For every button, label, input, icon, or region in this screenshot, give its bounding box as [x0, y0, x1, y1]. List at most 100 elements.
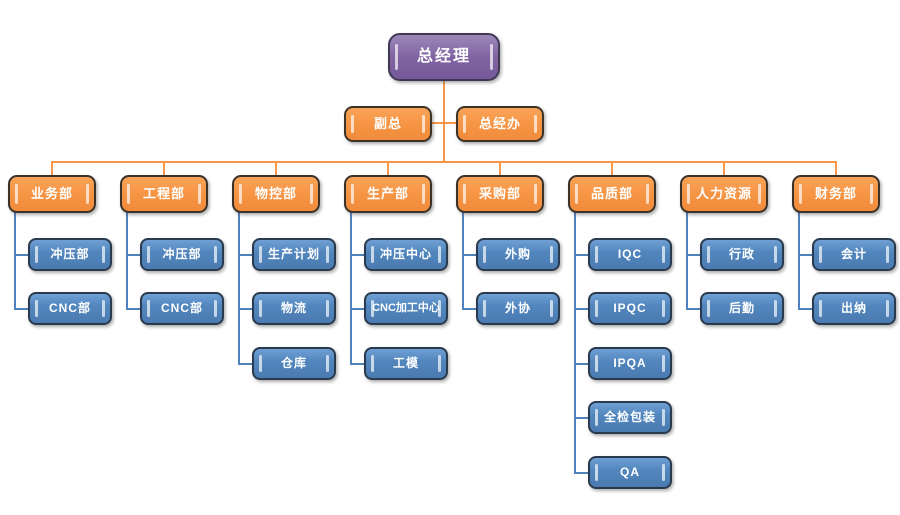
connector-line [238, 308, 252, 310]
org-node-root[interactable]: 总经理 [388, 33, 500, 81]
org-node-label: 出纳 [840, 300, 867, 315]
connector-line [238, 211, 240, 365]
org-node-sub[interactable]: CNC加工中心 [364, 292, 448, 325]
connector-line [574, 363, 588, 365]
org-node-label: CNC加工中心 [372, 302, 440, 315]
connector-line [387, 161, 389, 177]
org-node-label: 冲压部 [162, 246, 202, 261]
org-node-label: CNC部 [161, 300, 203, 315]
connector-line [126, 211, 128, 310]
connector-line [574, 254, 588, 256]
connector-line [798, 211, 800, 310]
connector-line [163, 161, 165, 177]
org-node-sub[interactable]: 冲压部 [28, 238, 112, 271]
org-node-dept-1[interactable]: 工程部 [120, 175, 208, 213]
org-node-label: 全检包装 [603, 409, 656, 424]
org-node-dept-3[interactable]: 生产部 [344, 175, 432, 213]
org-node-label: 人力资源 [695, 185, 752, 201]
org-node-sub[interactable]: 会计 [812, 238, 896, 271]
org-node-dept-7[interactable]: 财务部 [792, 175, 880, 213]
org-node-dept-2[interactable]: 物控部 [232, 175, 320, 213]
org-node-label: 工模 [392, 355, 419, 370]
connector-line [126, 308, 140, 310]
org-node-sub[interactable]: 物流 [252, 292, 336, 325]
org-node-sub[interactable]: 仓库 [252, 347, 336, 380]
org-node-label: IPQA [613, 355, 647, 370]
org-node-label: 总经办 [478, 115, 521, 131]
org-node-dept-4[interactable]: 采购部 [456, 175, 544, 213]
org-node-label: 冲压部 [50, 246, 90, 261]
org-node-sub[interactable]: 冲压部 [140, 238, 224, 271]
connector-line [574, 417, 588, 419]
org-node-label: 物控部 [254, 185, 297, 201]
org-node-label: 业务部 [30, 185, 73, 201]
org-node-label: 后勤 [728, 300, 755, 315]
org-node-sub[interactable]: 全检包装 [588, 401, 672, 434]
org-node-gm-office[interactable]: 总经办 [456, 106, 544, 142]
connector-line [430, 122, 458, 124]
connector-line [686, 254, 700, 256]
org-node-label: 财务部 [814, 185, 857, 201]
org-node-sub[interactable]: 行政 [700, 238, 784, 271]
org-node-sub[interactable]: IPQC [588, 292, 672, 325]
org-node-dept-5[interactable]: 品质部 [568, 175, 656, 213]
org-node-label: QA [620, 464, 640, 479]
connector-line [835, 161, 837, 177]
org-node-label: 会计 [840, 246, 867, 261]
connector-line [275, 161, 277, 177]
org-node-label: 总经理 [416, 48, 471, 66]
org-node-sub[interactable]: 冲压中心 [364, 238, 448, 271]
org-node-dept-6[interactable]: 人力资源 [680, 175, 768, 213]
connector-line [14, 211, 16, 310]
connector-line [462, 308, 476, 310]
org-node-label: 副总 [373, 115, 402, 131]
connector-line [350, 211, 352, 365]
org-node-sub[interactable]: QA [588, 456, 672, 489]
org-node-label: 外购 [504, 246, 531, 261]
connector-line [350, 363, 364, 365]
org-node-label: 生产计划 [267, 246, 320, 261]
connector-line [574, 472, 588, 474]
org-node-label: 采购部 [478, 185, 521, 201]
org-node-sub[interactable]: 出纳 [812, 292, 896, 325]
org-node-sub[interactable]: CNC部 [140, 292, 224, 325]
org-node-sub[interactable]: 外协 [476, 292, 560, 325]
connector-line [574, 308, 588, 310]
connector-line [574, 211, 576, 474]
org-node-sub[interactable]: IQC [588, 238, 672, 271]
connector-line [238, 363, 252, 365]
connector-line [14, 308, 28, 310]
connector-line [723, 161, 725, 177]
org-node-label: 外协 [504, 300, 531, 315]
org-node-sub[interactable]: 外购 [476, 238, 560, 271]
connector-line [462, 254, 476, 256]
org-node-label: 工程部 [142, 185, 185, 201]
org-node-sub[interactable]: 生产计划 [252, 238, 336, 271]
connector-line [238, 254, 252, 256]
org-node-sub[interactable]: CNC部 [28, 292, 112, 325]
connector-line [798, 308, 812, 310]
org-node-label: 品质部 [590, 185, 633, 201]
org-node-label: CNC部 [49, 300, 91, 315]
connector-line [499, 161, 501, 177]
org-node-sub[interactable]: IPQA [588, 347, 672, 380]
connector-line [51, 161, 53, 177]
org-node-sub[interactable]: 工模 [364, 347, 448, 380]
connector-line [126, 254, 140, 256]
connector-line [686, 308, 700, 310]
org-node-label: 生产部 [366, 185, 409, 201]
connector-line [462, 211, 464, 310]
connector-line [14, 254, 28, 256]
org-node-label: 仓库 [280, 355, 307, 370]
org-node-label: 冲压中心 [379, 246, 432, 261]
org-node-label: IQC [617, 246, 643, 261]
connector-line [611, 161, 613, 177]
connector-line [350, 254, 364, 256]
connector-line [350, 308, 364, 310]
org-node-dept-0[interactable]: 业务部 [8, 175, 96, 213]
connector-line [686, 211, 688, 310]
connector-line [51, 161, 837, 163]
org-node-deputy-gm[interactable]: 副总 [344, 106, 432, 142]
org-node-sub[interactable]: 后勤 [700, 292, 784, 325]
